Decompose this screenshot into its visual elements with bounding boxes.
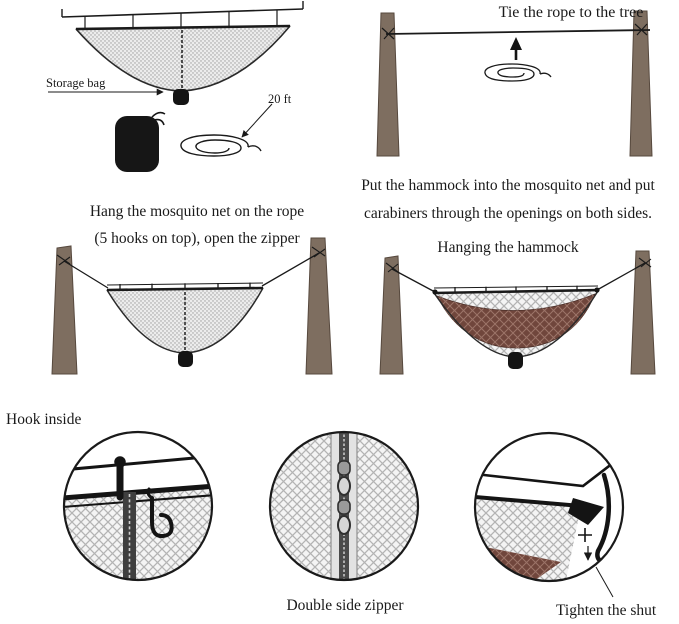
attached-bag <box>508 352 523 369</box>
tree-right <box>629 10 653 157</box>
storage-bag-drawing <box>115 111 166 172</box>
storage-bag-label: Storage bag <box>46 76 106 90</box>
rope-length-pointer <box>241 103 273 138</box>
rope-wraps <box>385 257 652 273</box>
attached-bag <box>178 351 193 367</box>
mosquito-net-top-band <box>75 24 291 31</box>
step1-packed-net-figure <box>48 1 304 172</box>
detail-circle-outline <box>268 430 420 582</box>
rope-coil <box>484 63 552 82</box>
zipper-tape-edges <box>330 432 358 580</box>
detail-circle-outline <box>62 430 214 582</box>
step3-caption-line1: Hang the mosquito net on the rope <box>89 203 305 220</box>
step2-caption: Tie the rope to the tree <box>498 4 644 21</box>
carabiner-left <box>432 289 438 295</box>
five-hooks <box>119 282 251 290</box>
zipper-pull-top <box>337 460 351 496</box>
s-hook-top <box>146 487 154 500</box>
double-side-zipper-label: Double side zipper <box>286 597 404 614</box>
tree-right <box>305 237 333 375</box>
hook-clip-eye <box>114 456 126 468</box>
s-hook <box>150 496 174 539</box>
detail-zipper-strip <box>123 492 136 580</box>
detail-circle-outline <box>473 431 625 583</box>
label-connector-line <box>595 566 614 598</box>
tree-left <box>379 255 404 375</box>
detail-net-band <box>64 483 212 501</box>
net-hooks <box>84 10 278 28</box>
rope-wraps <box>381 23 648 40</box>
tree-left <box>376 12 400 157</box>
net-top-band <box>433 288 599 295</box>
step4-hang-hammock-figure <box>379 250 656 375</box>
rope-wraps <box>56 246 326 266</box>
support-line-ends <box>61 1 304 17</box>
detail-hook-inside-circle <box>62 430 214 582</box>
rope-line <box>385 29 651 35</box>
hammock-mesh-overlay <box>437 294 595 348</box>
step2-tie-rope-figure <box>376 10 653 157</box>
step4-caption-line2: carabiners through the openings on both … <box>364 205 652 222</box>
carabiner-right <box>594 287 600 293</box>
detail-rope-line <box>64 454 212 472</box>
support-line <box>61 8 304 18</box>
detail-double-zipper-circle <box>268 430 420 582</box>
up-arrow <box>510 37 522 60</box>
detail-net-band-2 <box>64 494 212 508</box>
suspension-ropes <box>391 262 646 293</box>
plus-mark <box>578 528 592 542</box>
hook-inside-label: Hook inside <box>6 411 82 428</box>
step4-caption-line1: Put the hammock into the mosquito net an… <box>361 177 655 194</box>
zipper-pull-bottom <box>337 499 351 535</box>
step3-caption-line2: (5 hooks on top), open the zipper <box>94 230 300 247</box>
attached-bag <box>173 89 189 105</box>
tree-right <box>630 250 656 375</box>
suspension-ropes <box>63 252 320 289</box>
rope-coil <box>180 134 262 157</box>
detail-tighten-shut-circle <box>473 431 625 598</box>
five-hooks <box>454 285 578 293</box>
net-top-band <box>106 286 264 292</box>
tighten-the-shut-label: Tighten the shut <box>556 602 657 619</box>
step3-hang-net-figure <box>51 237 333 375</box>
tree-left <box>51 245 78 375</box>
detail-net-band <box>475 495 582 508</box>
step4-caption-line3: Hanging the hammock <box>437 239 579 256</box>
detail-net-mesh <box>64 488 212 580</box>
rope-length-label: 20 ft <box>268 92 292 106</box>
cinch-block <box>568 498 604 525</box>
